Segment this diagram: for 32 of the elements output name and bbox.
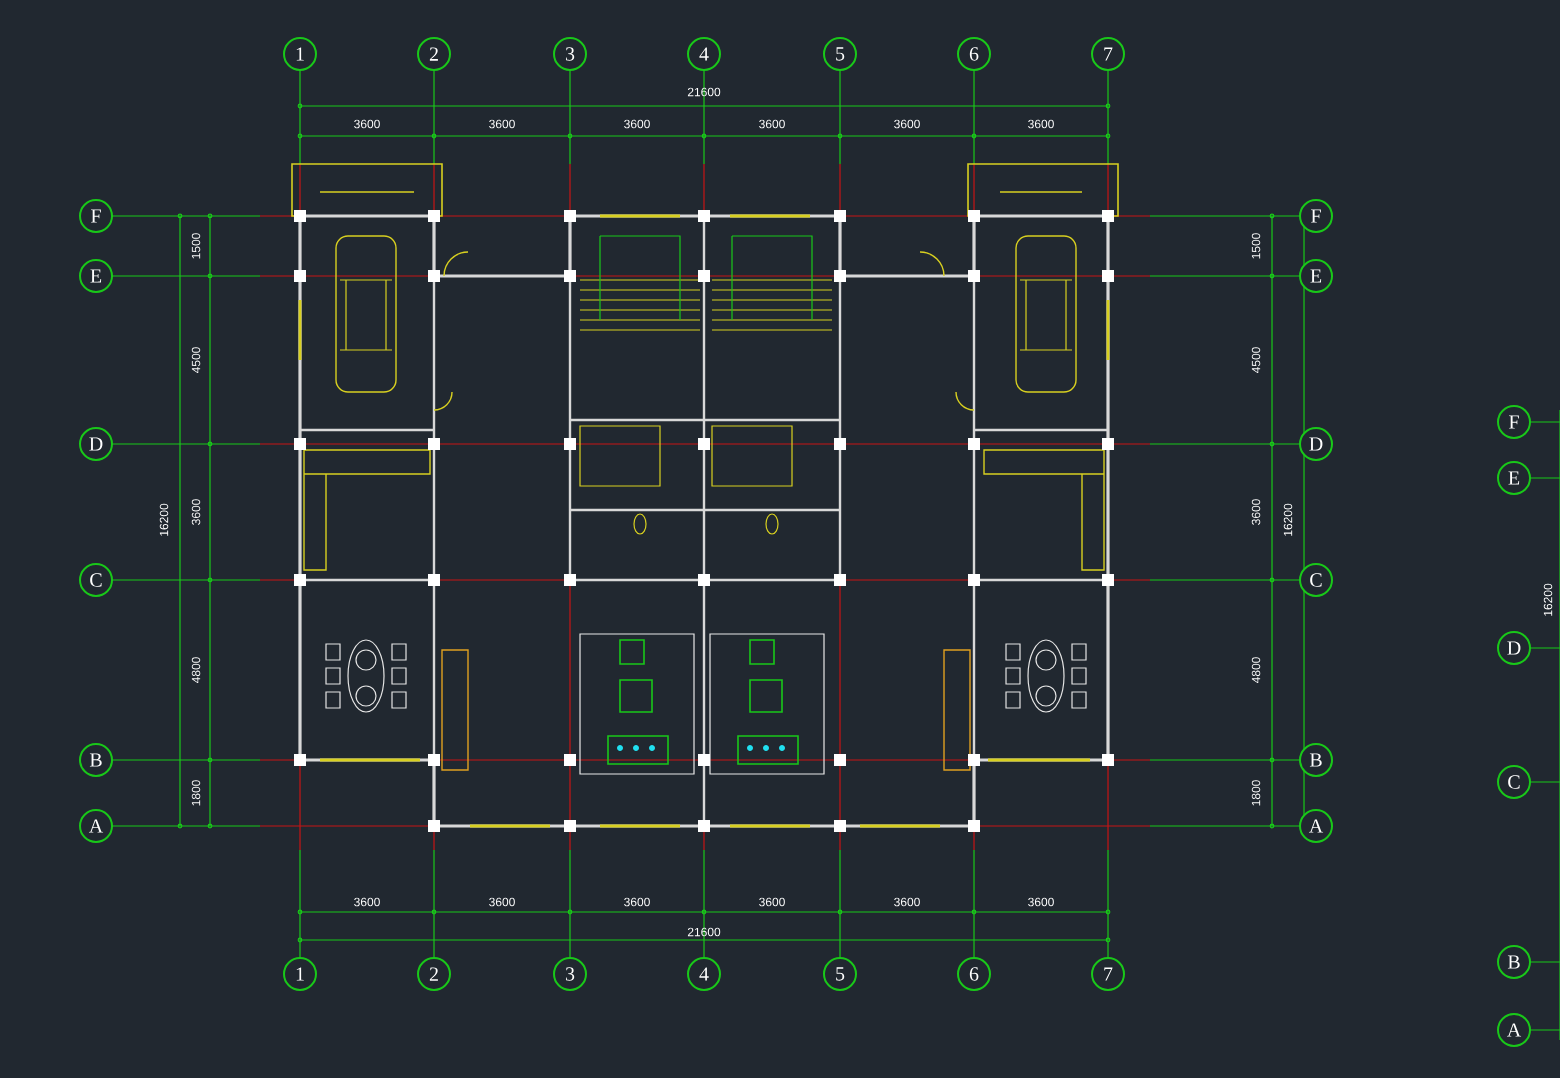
axis-bubble: C: [1299, 563, 1333, 597]
axis-bubble: B: [1497, 945, 1531, 979]
axis-bubble: 6: [957, 37, 991, 71]
axis-bubble: 4: [687, 37, 721, 71]
axis-bubble: 6: [957, 957, 991, 991]
axis-bubble: 5: [823, 37, 857, 71]
axis-bubble: A: [1497, 1013, 1531, 1047]
axis-bubble: C: [79, 563, 113, 597]
axis-bubble: 7: [1091, 37, 1125, 71]
axis-bubble: F: [79, 199, 113, 233]
axis-bubble: 3: [553, 957, 587, 991]
axis-bubble: D: [1299, 427, 1333, 461]
axis-bubble: F: [1299, 199, 1333, 233]
axis-bubble: B: [1299, 743, 1333, 777]
axis-bubble: D: [79, 427, 113, 461]
axis-bubble: 4: [687, 957, 721, 991]
axis-bubble: A: [79, 809, 113, 843]
axis-bubble: D: [1497, 631, 1531, 665]
axis-bubble: F: [1497, 405, 1531, 439]
axis-bubble: 5: [823, 957, 857, 991]
axis-bubble: 1: [283, 957, 317, 991]
axis-bubble: E: [1497, 461, 1531, 495]
axis-bubble: A: [1299, 809, 1333, 843]
axis-bubble: E: [79, 259, 113, 293]
axis-bubble: 2: [417, 957, 451, 991]
axis-bubble: B: [79, 743, 113, 777]
axis-bubble: 1: [283, 37, 317, 71]
axis-bubble: 3: [553, 37, 587, 71]
axis-bubble: 7: [1091, 957, 1125, 991]
axis-bubble: E: [1299, 259, 1333, 293]
axis-bubble: C: [1497, 765, 1531, 799]
axis-bubble: 2: [417, 37, 451, 71]
